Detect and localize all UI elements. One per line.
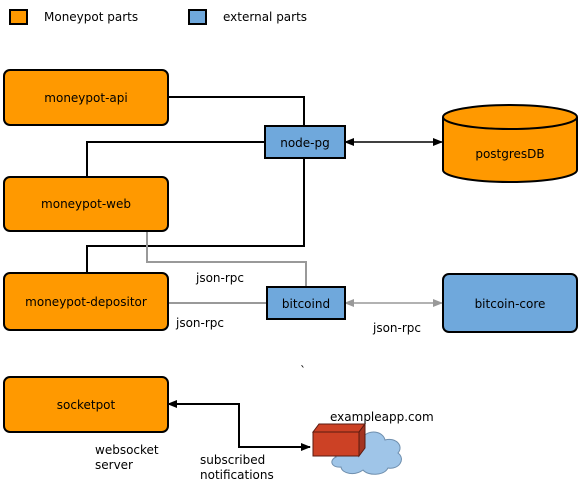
bitcoind-label: bitcoind: [282, 297, 330, 311]
json-rpc-depositor-label: json-rpc: [175, 316, 224, 330]
postgres-db-cylinder: [442, 117, 578, 183]
json-rpc-core-label: json-rpc: [372, 321, 421, 335]
moneypot-api-box: [3, 69, 169, 126]
node-bitcoind: bitcoind: [266, 286, 346, 320]
node-node-pg: node-pg: [264, 125, 346, 159]
node-socketpot: socketpot: [3, 376, 169, 433]
node-bitcoin-core: bitcoin-core: [442, 273, 578, 333]
server-front-face: [312, 431, 360, 457]
moneypot-depositor-label: moneypot-depositor: [25, 295, 147, 309]
node-pg-label: node-pg: [280, 136, 330, 150]
annotations: json-rpc json-rpc json-rpc websocket ser…: [95, 271, 421, 482]
moneypot-depositor-box: [3, 272, 169, 331]
moneypot-api-label: moneypot-api: [44, 91, 127, 105]
stray-mark: `: [300, 364, 306, 378]
socketpot-box: [3, 376, 169, 433]
server-icon: [312, 422, 366, 458]
connector-socketpot-exampleapp: [167, 400, 311, 451]
legend-label-moneypot: Moneypot parts: [44, 10, 138, 24]
node-exampleapp: exampleapp.com: [312, 410, 434, 475]
node-pg-box: [264, 125, 346, 159]
websocket-server-label-line1: websocket: [95, 443, 159, 457]
subscribed-notifications-label-line2: notifications: [200, 468, 274, 482]
moneypot-web-label: moneypot-web: [41, 197, 131, 211]
bitcoind-box: [266, 286, 346, 320]
subscribed-notifications-label-line1: subscribed: [200, 453, 265, 467]
legend-swatch-external: [188, 9, 207, 25]
postgres-db-cylinder-top: [442, 104, 578, 130]
exampleapp-label: exampleapp.com: [330, 410, 434, 424]
legend: Moneypot parts external parts: [9, 9, 307, 25]
node-moneypot-depositor: moneypot-depositor: [3, 272, 169, 331]
postgres-db-label: postgresDB: [475, 147, 544, 161]
bitcoin-core-label: bitcoin-core: [475, 297, 546, 311]
connector-depositor-nodepg: [86, 158, 305, 273]
connector-api-nodepg: [168, 96, 305, 126]
connector-web-nodepg: [86, 141, 265, 177]
server-top-face: [312, 423, 366, 433]
connectors: [86, 96, 443, 451]
legend-label-external: external parts: [223, 10, 307, 24]
bitcoin-core-box: [442, 273, 578, 333]
json-rpc-web-label: json-rpc: [195, 271, 244, 285]
moneypot-web-box: [3, 176, 169, 232]
node-postgres-db: postgresDB: [442, 104, 578, 183]
connector-web-bitcoind: [146, 226, 307, 287]
node-moneypot-api: moneypot-api: [3, 69, 169, 126]
node-moneypot-web: moneypot-web: [3, 176, 169, 232]
websocket-server-label-line2: server: [95, 458, 133, 472]
socketpot-label: socketpot: [57, 398, 116, 412]
legend-swatch-moneypot: [9, 9, 28, 25]
